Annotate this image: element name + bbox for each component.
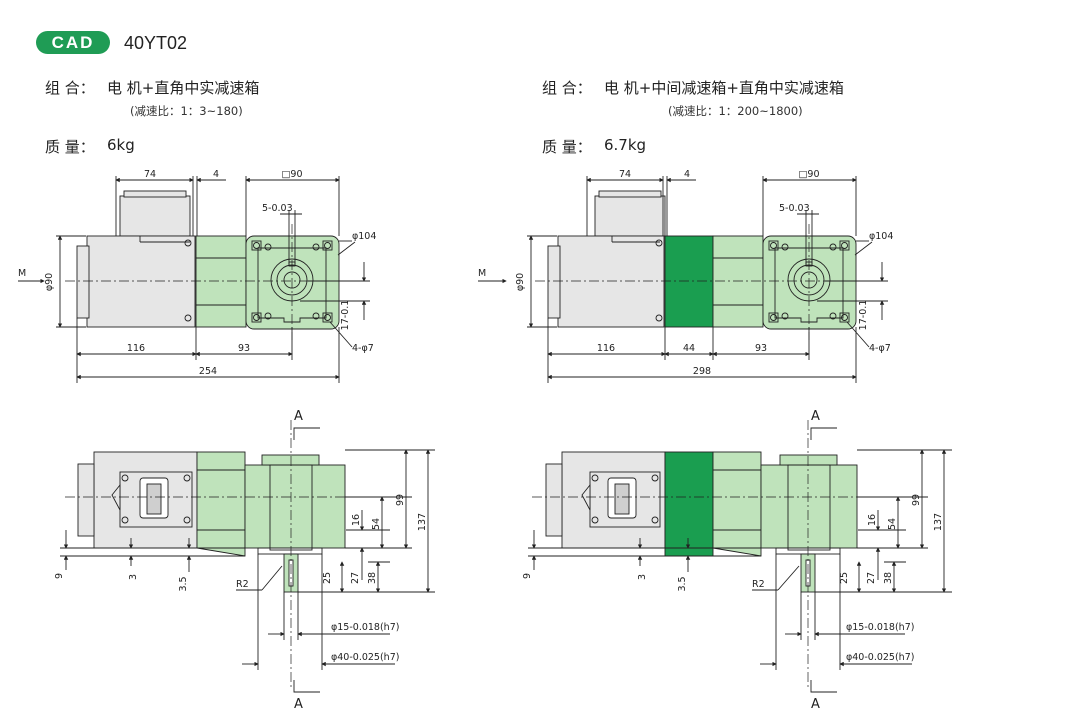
- right-dim-38: 38: [883, 572, 894, 584]
- left-dim-9: 9: [54, 573, 65, 579]
- left-ratio: (减速比：1：3~180): [130, 104, 243, 118]
- left-dim-key5: 5-0.03: [262, 203, 293, 214]
- left-dim-137: 137: [417, 513, 428, 531]
- right-combo-label: 组 合：: [542, 79, 592, 97]
- left-dim-4: 4: [213, 169, 219, 180]
- left-dim-74: 74: [144, 169, 156, 180]
- right-dim-137: 137: [933, 513, 944, 531]
- right-dim-sq90: □90: [798, 169, 819, 180]
- left-side-view: [60, 420, 435, 693]
- left-dim-phi104: φ104: [352, 231, 376, 242]
- left-combo-value: 电 机+直角中实减速箱: [107, 79, 260, 97]
- right-mass-value: 6.7kg: [604, 136, 647, 154]
- left-dim-99: 99: [395, 494, 406, 506]
- right-dim-298: 298: [693, 366, 711, 377]
- left-dim-m: M: [18, 268, 26, 279]
- right-dim-27: 27: [866, 572, 877, 584]
- left-dim-54: 54: [371, 518, 382, 530]
- left-dim-3: 3: [128, 574, 139, 580]
- left-dim-phi15: φ15-0.018(h7): [331, 622, 399, 633]
- right-dim-r2: R2: [752, 579, 765, 590]
- left-dim-93: 93: [238, 343, 250, 354]
- right-dim-116: 116: [597, 343, 615, 354]
- left-dim-holes: 4-φ7: [352, 343, 374, 354]
- right-mass-label: 质 量：: [542, 138, 592, 156]
- right-dim-44: 44: [683, 343, 695, 354]
- right-dim-99: 99: [911, 494, 922, 506]
- right-side-view: [528, 420, 952, 693]
- left-dim-r2: R2: [236, 579, 249, 590]
- right-dim-16: 16: [867, 514, 878, 526]
- left-mass-label: 质 量：: [45, 138, 95, 156]
- right-dim-phi40: φ40-0.025(h7): [846, 652, 914, 663]
- left-section-a-top: A: [294, 409, 303, 424]
- right-dim-phi90: φ90: [515, 273, 526, 291]
- left-combo-label: 组 合：: [45, 79, 95, 97]
- right-dim-phi104: φ104: [869, 231, 893, 242]
- right-dim-9: 9: [522, 573, 533, 579]
- right-section-a-bottom: A: [811, 697, 820, 711]
- right-dim-3: 3: [637, 574, 648, 580]
- right-dim-17: 17-0.1: [858, 300, 869, 331]
- right-dim-25: 25: [839, 572, 850, 584]
- left-dim-17: 17-0.1: [340, 300, 351, 331]
- mount-holes: [251, 240, 333, 323]
- right-top-view: [478, 176, 888, 383]
- gearbox-body: [195, 235, 247, 328]
- left-dim-phi90: φ90: [44, 273, 55, 291]
- right-dim-holes: 4-φ7: [869, 343, 891, 354]
- left-section-a-bottom: A: [294, 697, 303, 711]
- cad-badge: CAD: [36, 31, 110, 54]
- motor-end-cap: [76, 245, 90, 319]
- right-dim-phi15: φ15-0.018(h7): [846, 622, 914, 633]
- right-dim-3-5: 3.5: [677, 576, 688, 591]
- left-dim-sq90: □90: [281, 169, 302, 180]
- left-dim-38: 38: [367, 572, 378, 584]
- right-dim-54: 54: [887, 518, 898, 530]
- motor-body: [86, 235, 196, 328]
- left-mass-value: 6kg: [107, 136, 135, 154]
- left-dim-254: 254: [199, 366, 217, 377]
- left-dim-3-5: 3.5: [178, 576, 189, 591]
- right-dim-4: 4: [684, 169, 690, 180]
- left-dim-phi40: φ40-0.025(h7): [331, 652, 399, 663]
- right-dim-key5: 5-0.03: [779, 203, 810, 214]
- middle-gearbox: [664, 235, 714, 328]
- right-dim-93: 93: [755, 343, 767, 354]
- terminal-box: [119, 195, 191, 237]
- left-dim-25: 25: [322, 572, 333, 584]
- left-dim-27: 27: [350, 572, 361, 584]
- model-number: 40YT02: [124, 33, 188, 53]
- right-ratio: (减速比：1：200~1800): [668, 104, 803, 118]
- left-dim-16: 16: [351, 514, 362, 526]
- left-dim-116: 116: [127, 343, 145, 354]
- right-combo-value: 电 机+中间减速箱+直角中实减速箱: [604, 79, 844, 97]
- right-dim-74: 74: [619, 169, 631, 180]
- right-dim-m: M: [478, 268, 486, 279]
- right-section-a-top: A: [811, 409, 820, 424]
- left-top-view: [18, 176, 370, 383]
